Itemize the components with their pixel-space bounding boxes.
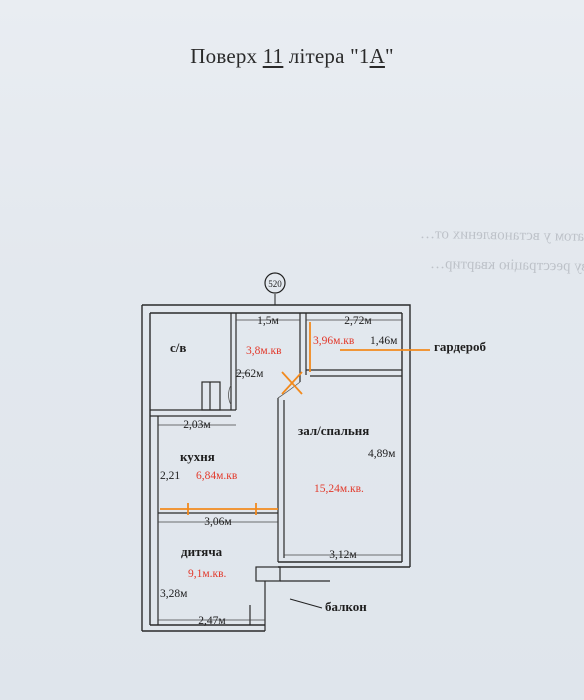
- area-kids: 9,1м.кв.: [188, 568, 227, 580]
- outer-walls: [141, 304, 411, 632]
- door-swings: [228, 381, 301, 406]
- dim-kids-bottom: 2,47м: [198, 615, 226, 627]
- page-title: Поверх 11 літера "1А": [190, 44, 394, 68]
- dim-living-height: 4,89м: [368, 448, 396, 460]
- dim-kids-height: 3,28м: [160, 588, 188, 600]
- room-bathroom-label: с/в: [170, 340, 186, 355]
- dim-wardrobe-depth: 1,46м: [370, 335, 398, 347]
- balcony-leader: [289, 598, 323, 609]
- room-living-label: зал/спальня: [298, 423, 369, 438]
- dim-bath-height: 2,62м: [236, 368, 264, 380]
- stamp-label: 520: [268, 279, 282, 289]
- area-kitchen: 6,84м.кв: [196, 470, 238, 482]
- dim-top-bath: 1,5м: [257, 315, 279, 327]
- room-balcony-label: балкон: [325, 599, 367, 614]
- room-kids-label: дитяча: [181, 544, 223, 559]
- dim-kitchen-bottom: 3,06м: [204, 516, 232, 528]
- dim-kitchen-height: 2,21: [160, 470, 180, 482]
- dim-top-wardrobe: 2,72м: [344, 315, 372, 327]
- annotation-lines: [160, 322, 430, 515]
- dim-living-bottom: 3,12м: [329, 549, 357, 561]
- area-bathroom: 3,8м.кв: [246, 345, 282, 357]
- room-kitchen-label: кухня: [180, 449, 215, 464]
- dim-kitchen-top: 2,03м: [183, 419, 211, 431]
- axis-stamp: 520: [264, 272, 286, 305]
- dimension-lines: [158, 319, 402, 621]
- room-wardrobe-label: гардероб: [434, 339, 487, 354]
- area-wardrobe: 3,96м.кв: [313, 335, 355, 347]
- interior-walls: [150, 313, 402, 631]
- area-living: 15,24м.кв.: [314, 483, 364, 495]
